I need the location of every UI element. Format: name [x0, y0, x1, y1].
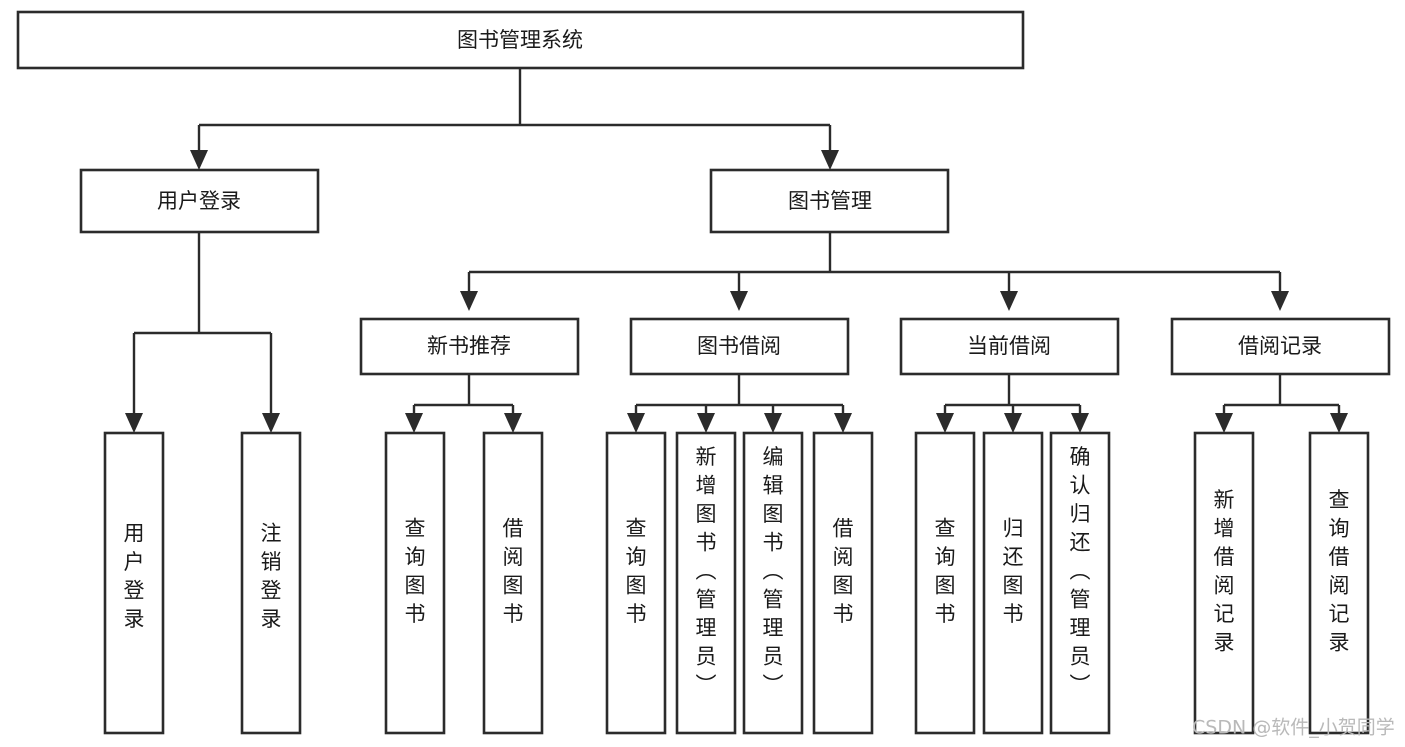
leaf-logout-login[interactable]: 注销登录 [240, 431, 302, 735]
leaf-user-login-label: 用户登录 [124, 521, 145, 631]
arrow-icon-to-leaf-query-book-1 [405, 413, 423, 433]
arrow-icon-to-leaf-borrow-book-2 [834, 413, 852, 433]
leaf-query-record-label: 查询借阅记录 [1329, 488, 1350, 655]
arrow-icon-to-book-borrow [730, 291, 748, 311]
node-book-manage-label: 图书管理 [788, 189, 872, 213]
node-book-manage-box[interactable] [709, 168, 950, 234]
arrow-icon-to-leaf-borrow-book-1 [504, 413, 522, 433]
arrow-icon-to-leaf-query-book-2 [627, 413, 645, 433]
arrow-icon-to-leaf-add-record [1215, 413, 1233, 433]
node-borrow-record-box[interactable] [1170, 317, 1391, 376]
leaf-query-book-2-box[interactable] [605, 431, 667, 735]
leaf-query-book-2-label: 查询图书 [626, 516, 647, 626]
leaf-return-book-label: 归还图书 [1003, 516, 1024, 626]
leaf-query-book-3-box[interactable] [914, 431, 976, 735]
leaf-borrow-book-1-label: 借阅图书 [503, 516, 524, 626]
leaf-user-login[interactable]: 用户登录 [103, 431, 165, 735]
arrow-icon-to-leaf-edit-book [764, 413, 782, 433]
arrow-icon-to-current-borrow [1000, 291, 1018, 311]
node-root[interactable]: 图书管理系统 [16, 10, 1025, 70]
arrow-icon-to-leaf-user-login [125, 413, 143, 433]
node-book-borrow-label: 图书借阅 [697, 334, 781, 358]
node-current-borrow-label: 当前借阅 [967, 334, 1051, 358]
arrow-icon-to-leaf-logout-login [262, 413, 280, 433]
node-new-book-rec-box[interactable] [359, 317, 580, 376]
arrow-icon-to-borrow-record [1271, 291, 1289, 311]
leaf-query-book-1[interactable]: 查询图书 [384, 431, 446, 735]
node-book-manage[interactable]: 图书管理 [709, 168, 950, 234]
leaf-query-book-3[interactable]: 查询图书 [914, 431, 976, 735]
node-book-borrow[interactable]: 图书借阅 [629, 317, 850, 376]
watermark-label: CSDN @软件_小贺同学 [1192, 717, 1395, 739]
leaf-confirm-return-label: 确认归还︵管理员︶ [1070, 445, 1091, 697]
node-root-label: 图书管理系统 [457, 28, 583, 52]
leaf-logout-login-box[interactable] [240, 431, 302, 735]
leaf-add-record-label: 新增借阅记录 [1214, 488, 1235, 655]
node-book-borrow-box[interactable] [629, 317, 850, 376]
leaf-borrow-book-2-box[interactable] [812, 431, 874, 735]
leaf-query-book-3-label: 查询图书 [935, 516, 956, 626]
arrow-icon-to-book-manage [821, 150, 839, 170]
arrow-icon-to-leaf-return-book [1004, 413, 1022, 433]
leaf-query-book-1-label: 查询图书 [405, 516, 426, 626]
node-current-borrow-box[interactable] [899, 317, 1120, 376]
leaf-user-login-box[interactable] [103, 431, 165, 735]
arrow-icon-to-leaf-query-record [1330, 413, 1348, 433]
node-user-login-label: 用户登录 [157, 189, 241, 213]
node-borrow-record-label: 借阅记录 [1238, 334, 1322, 358]
leaf-add-book[interactable]: 新增图书︵管理员︶ [675, 431, 737, 735]
leaf-query-record-box[interactable] [1308, 431, 1370, 735]
arrow-icon-to-user-login [190, 150, 208, 170]
node-new-book-rec-label: 新书推荐 [427, 334, 511, 358]
leaf-logout-login-label: 注销登录 [261, 521, 282, 631]
leaf-return-book[interactable]: 归还图书 [982, 431, 1044, 735]
arrow-icon-to-leaf-confirm-return [1071, 413, 1089, 433]
arrow-icon-to-leaf-query-book-3 [936, 413, 954, 433]
node-user-login-box[interactable] [79, 168, 320, 234]
leaf-query-book-1-box[interactable] [384, 431, 446, 735]
leaf-borrow-book-1[interactable]: 借阅图书 [482, 431, 544, 735]
leaf-borrow-book-2-label: 借阅图书 [833, 516, 854, 626]
leaf-query-record[interactable]: 查询借阅记录 [1308, 431, 1370, 735]
node-new-book-rec[interactable]: 新书推荐 [359, 317, 580, 376]
leaf-add-record-box[interactable] [1193, 431, 1255, 735]
leaf-add-record[interactable]: 新增借阅记录 [1193, 431, 1255, 735]
node-user-login[interactable]: 用户登录 [79, 168, 320, 234]
leaf-edit-book-box[interactable] [742, 431, 804, 735]
leaf-add-book-label: 新增图书︵管理员︶ [696, 445, 717, 697]
leaf-edit-book[interactable]: 编辑图书︵管理员︶ [742, 431, 804, 735]
leaf-borrow-book-1-box[interactable] [482, 431, 544, 735]
leaf-edit-book-label: 编辑图书︵管理员︶ [763, 445, 784, 697]
arrow-icon-to-leaf-add-book [697, 413, 715, 433]
arrowhead-group [125, 150, 1348, 433]
node-borrow-record[interactable]: 借阅记录 [1170, 317, 1391, 376]
leaf-query-book-2[interactable]: 查询图书 [605, 431, 667, 735]
leaf-add-book-box[interactable] [675, 431, 737, 735]
arrow-icon-to-new-book-rec [460, 291, 478, 311]
node-current-borrow[interactable]: 当前借阅 [899, 317, 1120, 376]
leaf-borrow-book-2[interactable]: 借阅图书 [812, 431, 874, 735]
leaf-return-book-box[interactable] [982, 431, 1044, 735]
leaf-confirm-return-box[interactable] [1049, 431, 1111, 735]
leaf-confirm-return[interactable]: 确认归还︵管理员︶ [1049, 431, 1111, 735]
node-root-box[interactable] [16, 10, 1025, 70]
